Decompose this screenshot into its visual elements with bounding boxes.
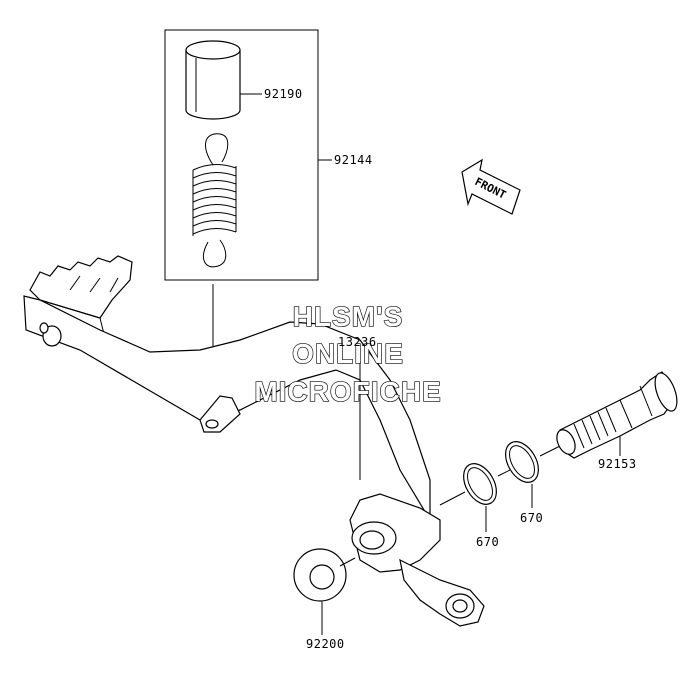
label-spring-set: 92144: [334, 153, 373, 167]
spring-kit-box: [164, 29, 319, 281]
watermark-line-2: ONLINE: [292, 338, 404, 369]
watermark-line-3: MICROFICHE: [254, 376, 441, 407]
front-direction-arrow: FRONT: [461, 158, 521, 215]
watermark: HLSM'S ONLINE MICROFICHE: [254, 300, 442, 407]
label-oring-left: 670: [476, 535, 499, 549]
label-washer: 92200: [306, 637, 345, 651]
sleeve-part[interactable]: [185, 40, 241, 120]
label-oring-right: 670: [520, 511, 543, 525]
watermark-line-1: HLSM'S: [293, 301, 404, 332]
pivot-shaft-part[interactable]: [553, 370, 681, 459]
label-pedal: 13236: [338, 335, 377, 349]
label-sleeve: 92190: [264, 87, 303, 101]
brake-pedal-part[interactable]: [23, 255, 485, 627]
label-shaft: 92153: [598, 457, 637, 471]
oring-left-part[interactable]: [457, 458, 503, 510]
washer-part[interactable]: [293, 548, 347, 602]
oring-right-part[interactable]: [499, 436, 545, 488]
spring-part[interactable]: [192, 133, 237, 268]
